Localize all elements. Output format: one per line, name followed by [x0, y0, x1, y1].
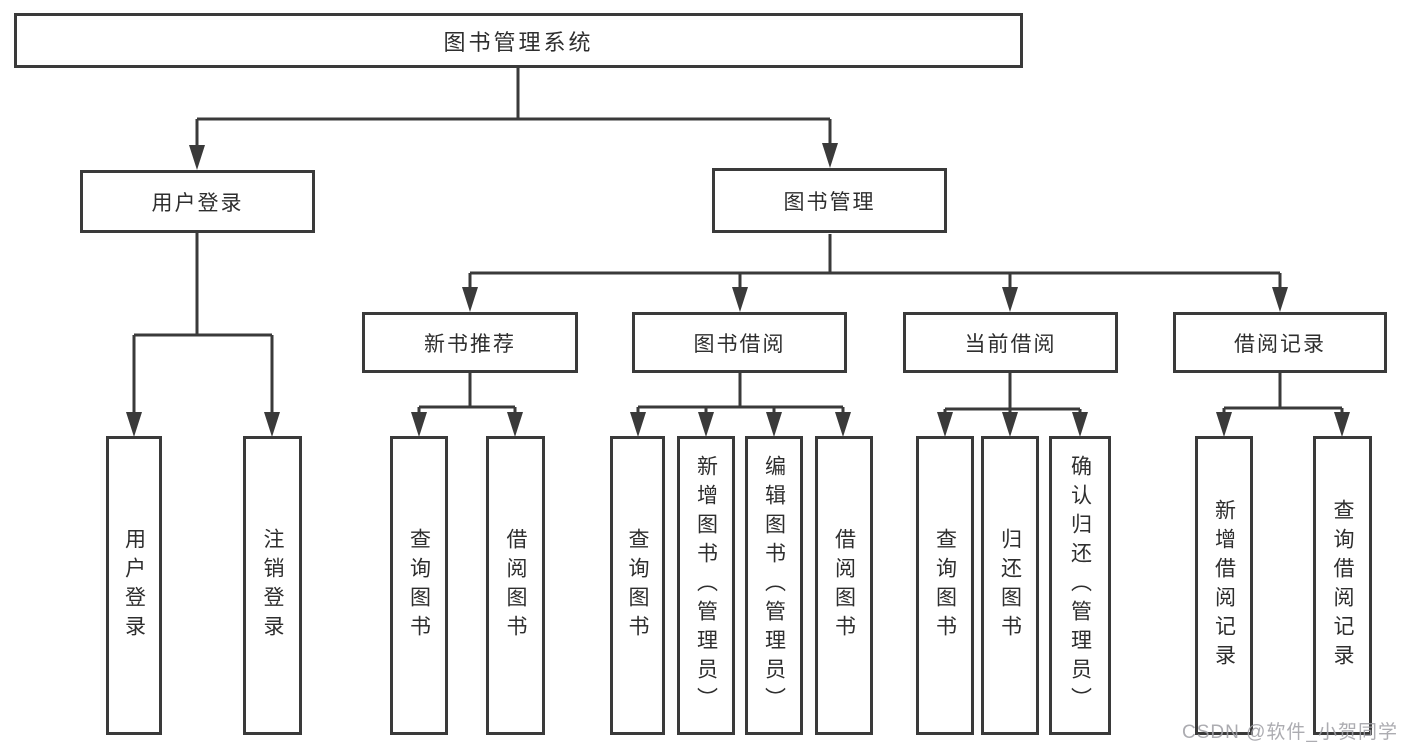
- node-user-login: 用户登录: [80, 170, 315, 233]
- node-book-borrow-label: 图书借阅: [693, 332, 786, 356]
- leaf-borrow-query: 查询图书: [610, 436, 665, 735]
- leaf-add-book-admin: 新增图书（管理员）: [677, 436, 735, 735]
- leaf-current-query: 查询图书: [916, 436, 974, 735]
- leaf-edit-book-admin: 编辑图书（管理员）: [745, 436, 803, 735]
- leaf-edit-book-admin-label: 编辑图书（管理员）: [762, 455, 786, 716]
- leaf-newbook-query: 查询图书: [390, 436, 448, 735]
- node-new-book-recommend-label: 新书推荐: [424, 332, 516, 356]
- leaf-return-book-label: 归还图书: [998, 527, 1022, 644]
- node-book-management: 图书管理: [712, 168, 947, 233]
- leaf-add-book-admin-label: 新增图书（管理员）: [694, 455, 718, 716]
- leaf-borrow-book: 借阅图书: [815, 436, 873, 735]
- leaf-newbook-query-label: 查询图书: [407, 527, 431, 644]
- leaf-confirm-return-admin: 确认归还（管理员）: [1049, 436, 1111, 735]
- leaf-return-book: 归还图书: [981, 436, 1039, 735]
- node-root: 图书管理系统: [14, 13, 1023, 68]
- leaf-user-login-label: 用户登录: [122, 527, 146, 644]
- leaf-current-query-label: 查询图书: [933, 527, 957, 644]
- leaf-logout: 注销登录: [243, 436, 302, 735]
- leaf-add-borrow-record-label: 新增借阅记录: [1212, 498, 1236, 673]
- leaf-borrow-query-label: 查询图书: [626, 527, 649, 644]
- node-current-borrow-label: 当前借阅: [964, 332, 1057, 356]
- node-new-book-recommend: 新书推荐: [362, 312, 578, 373]
- leaf-query-borrow-record: 查询借阅记录: [1313, 436, 1372, 735]
- node-borrow-record-label: 借阅记录: [1234, 332, 1326, 356]
- leaf-logout-label: 注销登录: [261, 527, 284, 644]
- node-current-borrow: 当前借阅: [903, 312, 1118, 373]
- leaf-borrow-book-label: 借阅图书: [832, 527, 856, 644]
- node-user-login-label: 用户登录: [151, 191, 244, 215]
- leaf-confirm-return-admin-label: 确认归还（管理员）: [1068, 455, 1092, 716]
- arrowheads: [126, 143, 1350, 437]
- node-book-borrow: 图书借阅: [632, 312, 847, 373]
- leaf-add-borrow-record: 新增借阅记录: [1195, 436, 1253, 735]
- node-borrow-record: 借阅记录: [1173, 312, 1387, 373]
- node-root-label: 图书管理系统: [443, 29, 594, 55]
- leaf-user-login: 用户登录: [106, 436, 162, 735]
- node-book-management-label: 图书管理: [783, 190, 876, 214]
- leaf-newbook-borrow: 借阅图书: [486, 436, 545, 735]
- leaf-newbook-borrow-label: 借阅图书: [504, 527, 527, 644]
- leaf-query-borrow-record-label: 查询借阅记录: [1331, 498, 1354, 673]
- csdn-watermark: CSDN @软件_小贺同学: [1182, 722, 1398, 743]
